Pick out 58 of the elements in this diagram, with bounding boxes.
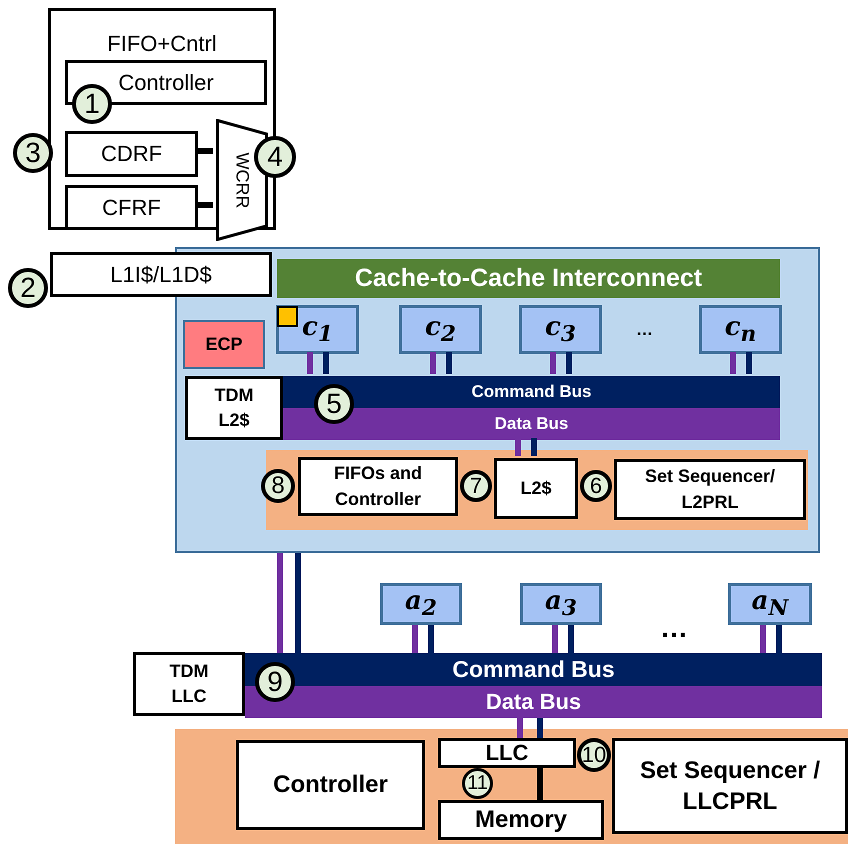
bus-line (295, 553, 301, 653)
bus-line (195, 148, 213, 154)
core-box: a$_{3}$ (520, 583, 602, 625)
ellipsis-text: … (636, 320, 653, 340)
bus-line (746, 352, 752, 374)
core-box: c$_{n}$ (699, 305, 782, 354)
bus-line (428, 625, 434, 653)
callout-number: 2 (8, 268, 48, 308)
bus-line (307, 352, 313, 374)
core-box: c$_{2}$ (399, 305, 482, 354)
bus-line (730, 352, 736, 374)
block-box: L2$ (494, 458, 578, 519)
callout-number: 10 (577, 738, 611, 772)
block-label: WCRR (232, 152, 252, 208)
cache-panel (266, 450, 808, 530)
bus-line (537, 768, 543, 800)
bus-line (446, 352, 452, 374)
arbiter-trapezoid (216, 119, 268, 241)
block-box: CFRF (65, 185, 198, 230)
bus-line (517, 718, 523, 738)
module-title: FIFO+Cntrl (107, 31, 217, 57)
bus-line (566, 352, 572, 374)
callout-number: 7 (460, 470, 492, 502)
block-box: LLC (438, 738, 576, 768)
bus-line (550, 352, 556, 374)
interconnect-bar: Cache-to-Cache Interconnect (277, 259, 780, 298)
bus-line (323, 352, 329, 374)
callout-number: 11 (462, 768, 493, 799)
bus-line (760, 625, 766, 653)
block-box: FIFOs and Controller (298, 457, 458, 516)
block-box: Controller (236, 740, 425, 830)
bus-line (277, 553, 283, 653)
block-box: Set Sequencer / LLCPRL (612, 738, 848, 834)
block-box: TDM LLC (133, 652, 245, 716)
core-box: a$_{N}$ (728, 583, 812, 625)
bus-line (568, 625, 574, 653)
block-box: Memory (438, 800, 604, 840)
bus-line (515, 438, 521, 456)
block-box: Set Sequencer/ L2PRL (614, 459, 806, 520)
callout-number: 3 (13, 133, 53, 173)
bus-line (552, 625, 558, 653)
block-box: TDM L2$ (185, 376, 283, 440)
bus-line (531, 438, 537, 456)
block-box: ECP (183, 320, 265, 369)
block-box: L1I$/L1D$ (50, 252, 272, 297)
core-box: c$_{3}$ (519, 305, 602, 354)
bus-line (537, 718, 543, 738)
bus-line (195, 202, 213, 208)
callout-number: 4 (254, 136, 296, 178)
memory-panel (175, 729, 848, 844)
ellipsis-text: … (660, 612, 688, 644)
bus-line (430, 352, 436, 374)
bus-line (412, 625, 418, 653)
bus-line (776, 625, 782, 653)
core-box: a$_{2}$ (380, 583, 462, 625)
block-box: CDRF (65, 131, 198, 177)
callout-number: 6 (580, 470, 612, 502)
callout-number: 1 (72, 84, 112, 124)
